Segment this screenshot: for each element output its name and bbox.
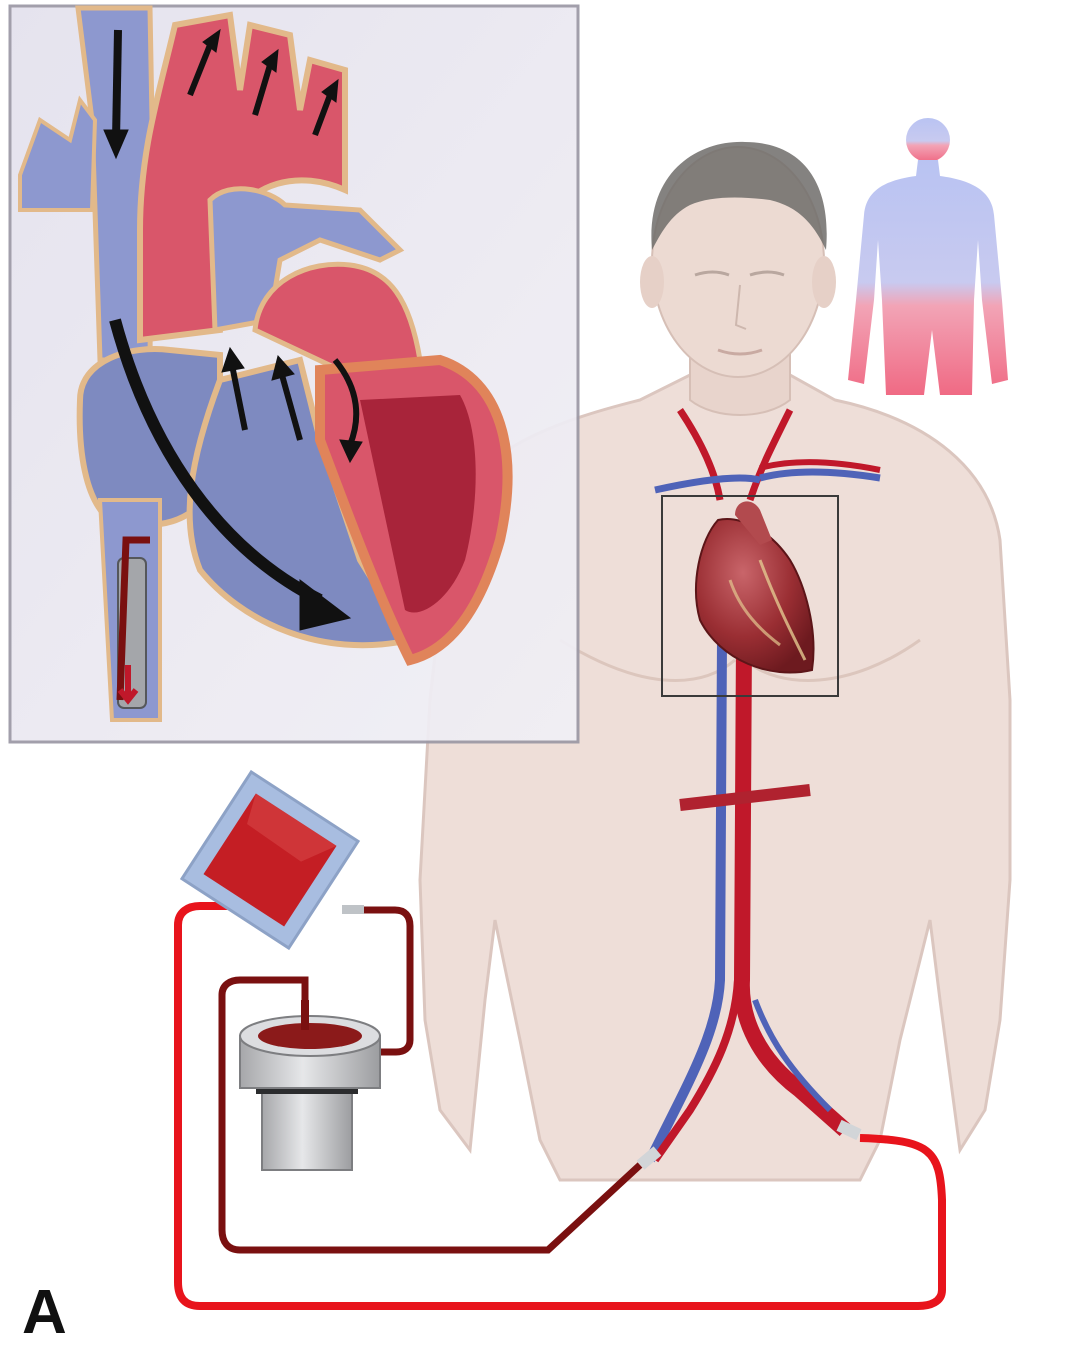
body-silhouette-icon: [848, 118, 1008, 395]
panel-label: A: [22, 1282, 67, 1344]
heart-cross-section-icon: [10, 6, 578, 742]
centrifugal-pump-icon: [240, 1000, 380, 1170]
oxygenator-icon: [163, 753, 376, 966]
cannula-icon: [118, 540, 150, 708]
